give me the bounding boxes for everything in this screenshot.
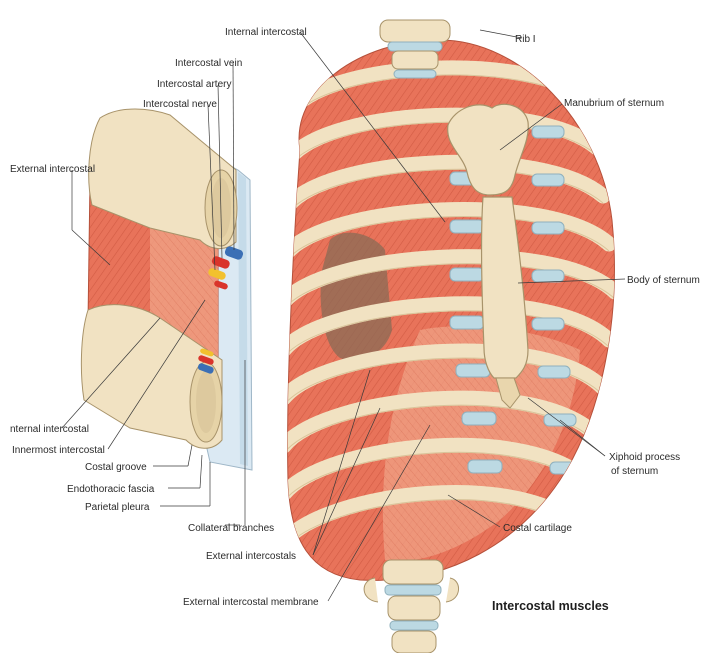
rib-cage [287,19,615,653]
costal-cartilage [467,459,503,474]
label-endothoracic-fascia: Endothoracic fascia [67,484,155,495]
label-intercostal-nerve: Intercostal nerve [143,99,217,110]
label-manubrium: Manubrium of sternum [564,98,664,109]
figure-caption: Intercostal muscles [492,599,609,613]
intercostal-vein [224,246,244,260]
costal-cartilage [531,173,565,187]
label-costal-cartilage: Costal cartilage [503,523,572,534]
costal-cartilage [449,219,485,234]
label-rib-1: Rib I [515,34,536,45]
leader-lines [61,29,626,602]
costal-cartilage [455,363,491,378]
rib [287,154,611,214]
label-intercostal-artery: Intercostal artery [157,79,231,90]
costal-cartilage [531,221,565,235]
collateral-artery [198,355,214,365]
rib-shadow [287,310,610,358]
label-body-of-sternum: Body of sternum [627,275,700,286]
rib-shadow [287,168,604,214]
label-internal-intercostal-top: Internal intercostal [225,27,307,38]
label-xiphoid-2: of sternum [611,466,658,477]
label-parietal-pleura: Parietal pleura [85,502,150,513]
manubrium-of-sternum [447,103,529,196]
rib-shadow [289,121,598,166]
label-xiphoid-1: Xiphoid process [609,452,680,463]
costal-cartilage [449,315,485,330]
rib-shadow [287,215,610,262]
rib [287,107,605,166]
label-collateral-branches: Collateral branches [188,523,274,534]
intercostal-space-detail [80,108,253,471]
collateral-nerve [200,348,214,357]
label-internal-intercostal-left: nternal intercostal [10,424,89,435]
costal-cartilage [449,267,485,282]
intercostal-nerve [208,268,226,280]
label-costal-groove: Costal groove [85,462,147,473]
label-intercostal-vein: Intercostal vein [175,58,242,69]
label-external-intercostals: External intercostals [206,551,296,562]
body-of-sternum [480,196,529,379]
lower-rib [80,304,223,449]
rib [287,249,615,310]
label-innermost-intercostal: Innermost intercostal [12,445,105,456]
upper-rib [88,108,237,249]
costal-cartilage [531,125,565,139]
thorax-cutaway [320,232,392,361]
vertebral-column-top [379,19,451,79]
costal-cartilage [531,317,565,331]
xiphoid-process [495,377,521,409]
costal-cartilage [549,461,583,475]
collateral-vein [197,363,214,374]
intercostal-artery [211,256,230,269]
rib-shadow [287,357,604,406]
rib [287,201,615,262]
labels: Internal intercostal Rib I Manubrium of … [10,27,700,613]
costal-cartilage [537,365,571,379]
vertebral-column [363,559,459,653]
rib [287,296,615,358]
costal-cartilage [531,269,565,283]
endothoracic-fascia-layer [238,172,248,466]
label-external-intercostal: External intercostal [10,164,95,175]
costal-cartilage [461,411,497,426]
rib [287,343,611,406]
label-external-intercostal-membrane: External intercostal membrane [183,597,319,608]
